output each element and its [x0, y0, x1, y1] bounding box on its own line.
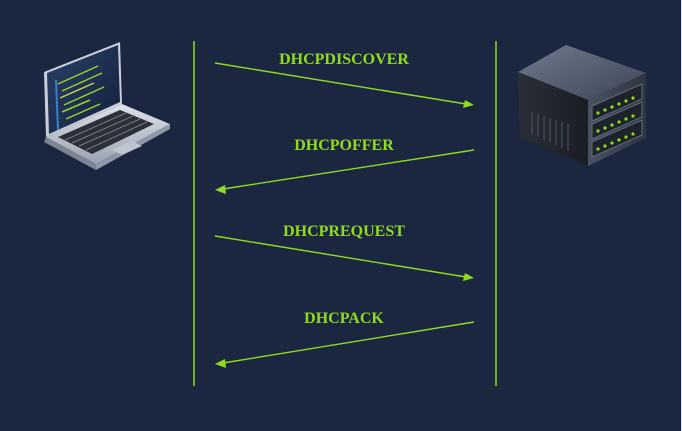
- arrowhead: [215, 185, 226, 194]
- message-arrow: [222, 321, 475, 364]
- message-label: DHCPOFFER: [294, 137, 394, 154]
- message-label: DHCPDISCOVER: [279, 51, 409, 68]
- message-label: DHCPACK: [304, 310, 384, 327]
- server-icon: [518, 45, 646, 166]
- message-dhcpdiscover: DHCPDISCOVER: [214, 51, 474, 108]
- laptop-icon: [44, 42, 170, 170]
- message-label: DHCPREQUEST: [283, 223, 405, 240]
- message-arrow: [214, 62, 467, 105]
- message-arrow: [222, 149, 475, 190]
- message-arrow: [214, 235, 467, 278]
- arrowhead: [463, 100, 474, 108]
- message-dhcprequest: DHCPREQUEST: [214, 223, 474, 281]
- arrowhead: [463, 273, 474, 281]
- message-dhcpack: DHCPACK: [215, 310, 475, 368]
- message-dhcpoffer: DHCPOFFER: [215, 137, 475, 194]
- arrowhead: [215, 359, 226, 368]
